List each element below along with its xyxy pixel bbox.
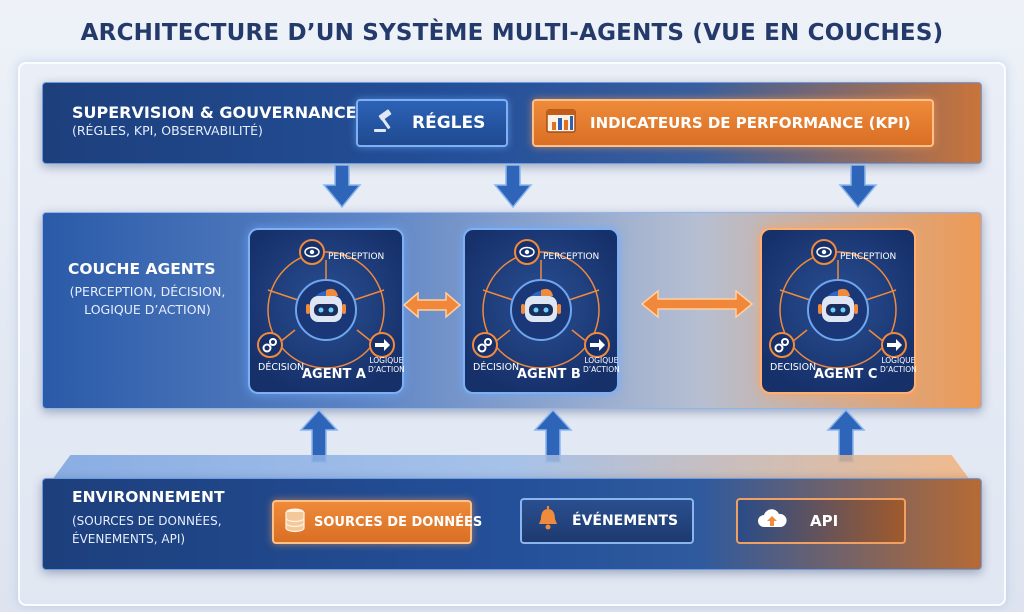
down-arrow-b [493, 165, 533, 209]
eye-icon [514, 239, 540, 265]
agent-c-logic-line-1: LOGIQUE [881, 356, 916, 365]
database-icon [284, 507, 306, 537]
rules-box: RÉGLES [356, 99, 508, 147]
supervision-subtitle: (RÉGLES, KPI, OBSERVABILITÉ) [72, 123, 263, 138]
agent-a-card: PERCEPTION DÉCISION AGENT A LOGIQUE D’AC… [248, 228, 405, 394]
gears-icon [257, 332, 283, 358]
environment-subtitle-line-1: (SOURCES DE DONNÉES, [72, 514, 222, 528]
agent-b-logic-line-1: LOGIQUE [584, 356, 619, 365]
agent-b-card: PERCEPTION DÉCISION AGENT B LOGIQUE D’AC… [463, 228, 620, 394]
arrow-right-icon [881, 332, 907, 358]
robot-icon [521, 288, 561, 322]
agent-c-logic-line-2: D’ACTION [880, 365, 917, 374]
double-arrow-ab [402, 291, 462, 319]
data-sources-label: SOURCES DE DONNÉES [314, 514, 483, 530]
gears-icon [472, 332, 498, 358]
agent-b-perception-label: PERCEPTION [543, 252, 600, 262]
agent-a-logic-line-1: LOGIQUE [369, 356, 404, 365]
diagram-title: ARCHITECTURE D’UN SYSTÈME MULTI-AGENTS (… [80, 20, 944, 46]
agent-c-perception-label: PERCEPTION [840, 252, 897, 262]
bar-chart-icon [546, 108, 576, 138]
down-arrow-a [322, 165, 362, 209]
rules-label: RÉGLES [412, 113, 486, 133]
agent-a-logic-line-2: D’ACTION [368, 365, 405, 374]
eye-icon [299, 239, 325, 265]
agent-b-decision-label: DÉCISION [473, 362, 520, 373]
agents-subtitle-line-2: LOGIQUE D’ACTION) [84, 302, 211, 317]
kpi-label: INDICATEURS DE PERFORMANCE (KPI) [590, 114, 911, 132]
agent-c-logic-label: LOGIQUE D’ACTION [880, 356, 917, 374]
agent-a-name: AGENT A [302, 367, 366, 382]
eye-icon [811, 239, 837, 265]
arrow-right-icon [369, 332, 395, 358]
gears-icon [769, 332, 795, 358]
agent-b-logic-label: LOGIQUE D’ACTION [583, 356, 620, 374]
data-sources-box: SOURCES DE DONNÉES [272, 500, 482, 544]
cloud-upload-icon [756, 507, 788, 535]
robot-icon [306, 288, 346, 322]
down-arrow-c [838, 165, 878, 209]
agent-c-card: PERCEPTION DECISION AGENT C LOGIQUE D’AC… [760, 228, 917, 394]
environment-subtitle-line-2: ÉVENEMENTS, API) [72, 532, 186, 546]
environment-heading: ENVIRONNEMENT [72, 488, 225, 506]
robot-icon [818, 288, 858, 322]
events-box: ÉVÉNEMENTS [520, 498, 694, 544]
supervision-heading: SUPERVISION & GOUVERNANCE [72, 103, 357, 122]
agents-subtitle-line-1: (PERCEPTION, DÉCISION, [69, 284, 226, 299]
agents-heading: COUCHE AGENTS [68, 260, 216, 278]
agent-c-name: AGENT C [814, 367, 878, 382]
double-arrow-bc [640, 289, 754, 319]
environment-layer-top [52, 455, 970, 480]
api-label: API [810, 512, 839, 530]
agent-b-logic-line-2: D’ACTION [583, 365, 620, 374]
agent-c-decision-label: DECISION [770, 362, 817, 373]
agent-a-decision-label: DÉCISION [258, 362, 305, 373]
agent-b-name: AGENT B [517, 367, 581, 382]
api-box: API [736, 498, 906, 544]
agents-subtitle: (PERCEPTION, DÉCISION, LOGIQUE D’ACTION) [60, 283, 235, 319]
gavel-icon [372, 108, 398, 138]
events-label: ÉVÉNEMENTS [572, 513, 679, 529]
agent-a-logic-label: LOGIQUE D’ACTION [368, 356, 405, 374]
bell-icon [536, 506, 560, 536]
agent-a-perception-label: PERCEPTION [328, 252, 385, 262]
environment-subtitle: (SOURCES DE DONNÉES, ÉVENEMENTS, API) [72, 512, 222, 548]
arrow-right-icon [584, 332, 610, 358]
kpi-box: INDICATEURS DE PERFORMANCE (KPI) [532, 99, 934, 147]
